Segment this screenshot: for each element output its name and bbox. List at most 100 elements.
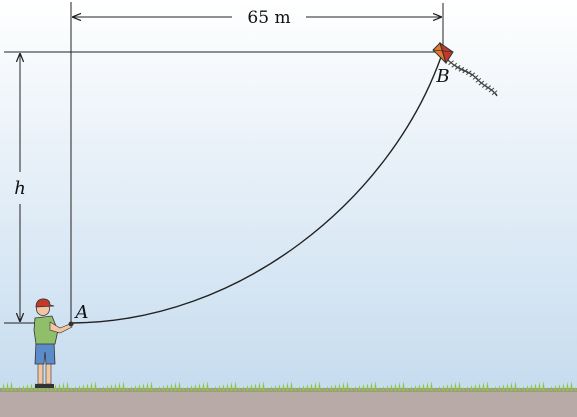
- grass-tuft: [502, 384, 505, 391]
- grass-tuft: [370, 382, 373, 391]
- grass-tuft: [86, 383, 89, 391]
- grass-tuft: [186, 386, 189, 391]
- grass-tuft: [510, 382, 513, 391]
- grass-tuft: [106, 385, 109, 391]
- grass-tuft: [114, 383, 117, 391]
- grass-tuft: [98, 387, 101, 391]
- grass-tuft: [222, 384, 225, 391]
- kite-tail-bow: [491, 90, 498, 96]
- kite-spar: [439, 42, 447, 64]
- grass-tuft: [102, 386, 105, 391]
- kite-string: [71, 56, 442, 324]
- grass-tuft: [74, 386, 77, 391]
- grass-tuft: [278, 384, 281, 391]
- grass-tuft: [338, 383, 341, 391]
- grass-tuft: [526, 385, 529, 391]
- grass-tuft: [2, 383, 5, 391]
- person-hand-reel: [68, 321, 74, 327]
- grass-tuft: [142, 383, 145, 391]
- grass-tuft: [146, 382, 149, 391]
- grass-tuft: [438, 386, 441, 391]
- sky-background: [0, 0, 577, 390]
- height-label: h: [14, 178, 26, 199]
- grass-tuft: [406, 387, 409, 391]
- grass-tuft: [434, 387, 437, 391]
- grass-tuft: [462, 387, 465, 391]
- grass-tuft: [190, 385, 193, 391]
- grass-tuft: [162, 385, 165, 391]
- kite-tail-bow: [465, 70, 472, 76]
- grass-tuft: [558, 384, 561, 391]
- grass-tuft: [470, 385, 473, 391]
- kite-cross-spar: [432, 49, 454, 53]
- grass-tuft: [538, 382, 541, 391]
- ground: [0, 390, 577, 417]
- grass-tuft: [10, 381, 13, 391]
- grass-tuft: [482, 382, 485, 391]
- grass-tuft: [46, 386, 49, 391]
- grass-tuft: [574, 387, 577, 391]
- grass-tuft: [534, 383, 537, 391]
- kite-tail-bow: [454, 65, 461, 70]
- grass-tuft: [62, 382, 65, 391]
- grass-tuft: [350, 387, 353, 391]
- grass-tuft: [150, 381, 153, 391]
- kite-tail-bow: [472, 74, 479, 80]
- grass-tuft: [398, 382, 401, 391]
- grass-tuft: [478, 383, 481, 391]
- person-shoes: [35, 384, 54, 388]
- grass-tuft: [330, 385, 333, 391]
- grass-tuft: [390, 384, 393, 391]
- grass-tuft: [134, 385, 137, 391]
- grass-tuft: [286, 382, 289, 391]
- grass-tuft: [410, 386, 413, 391]
- grass-tuft: [450, 383, 453, 391]
- grass-tuft: [402, 381, 405, 391]
- point-b-label: B: [435, 66, 449, 87]
- grass-tuft: [302, 385, 305, 391]
- grass-tuft: [26, 384, 29, 391]
- grass-tuft: [274, 385, 277, 391]
- grass-tuft: [78, 385, 81, 391]
- grass-tuft: [58, 383, 61, 391]
- grass-tuft: [506, 383, 509, 391]
- grass-tuft: [570, 381, 573, 391]
- grass-tuft: [386, 385, 389, 391]
- grass-tuft: [490, 387, 493, 391]
- grass-tuft: [246, 385, 249, 391]
- grass-tuft: [486, 381, 489, 391]
- grass-tuft: [166, 384, 169, 391]
- grass-tuft: [358, 385, 361, 391]
- grass-tuft: [430, 381, 433, 391]
- grass-tuft: [294, 387, 297, 391]
- grass-tuft: [414, 385, 417, 391]
- grass-tuft: [542, 381, 545, 391]
- grass-tuft: [154, 387, 157, 391]
- grass-tuft: [202, 382, 205, 391]
- grass-tuft: [346, 381, 349, 391]
- grass-tuft: [138, 384, 141, 391]
- grass-tuft: [210, 387, 213, 391]
- grass-tuft: [426, 382, 429, 391]
- grass-tuft: [226, 383, 229, 391]
- grass-tuft: [250, 384, 253, 391]
- grass-tuft: [382, 386, 385, 391]
- grass-tuft: [18, 386, 21, 391]
- grass-tuft: [466, 386, 469, 391]
- grass-tuft: [178, 381, 181, 391]
- grass-tuft: [326, 386, 329, 391]
- grass-tuft: [266, 387, 269, 391]
- grass-tuft: [198, 383, 201, 391]
- kite: [432, 41, 498, 97]
- grass-tuft: [110, 384, 113, 391]
- grass-tuft: [126, 387, 129, 391]
- grass-tuft: [66, 381, 69, 391]
- grass-tuft: [318, 381, 321, 391]
- grass-tuft: [554, 385, 557, 391]
- grass-tuft: [14, 387, 17, 391]
- grass-tuft: [254, 383, 257, 391]
- kite-tail-bow: [462, 68, 468, 74]
- person-arm: [49, 321, 73, 334]
- grass-tuft: [54, 384, 57, 391]
